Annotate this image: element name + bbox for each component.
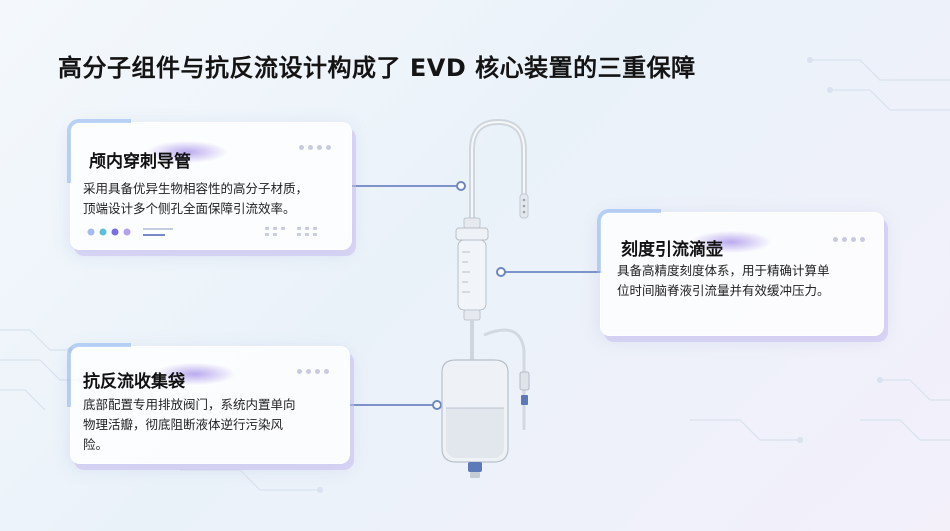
connector-collection-bag <box>350 404 438 406</box>
evd-device-illustration <box>441 118 530 478</box>
connector-node-collection-bag <box>432 400 442 410</box>
card-text-line: 采用具备优异生物相容性的高分子材质， <box>83 181 309 196</box>
card-dots <box>833 237 865 242</box>
card-intracranial-catheter: 颅内穿刺导管 采用具备优异生物相容性的高分子材质， 顶端设计多个侧孔全面保障引流… <box>67 119 352 250</box>
card-title: 抗反流收集袋 <box>83 372 185 392</box>
card-text-line: 底部配置专用排放阀门，系统内置单向 <box>83 397 296 412</box>
card-text-line: 物理活瓣，彻底阻断液体逆行污染风 <box>83 417 284 432</box>
title-highlight <box>691 231 771 253</box>
connector-catheter <box>352 185 460 187</box>
card-dots <box>297 369 329 374</box>
title-highlight <box>147 141 227 163</box>
card-drip-chamber: 刻度引流滴壶 具备高精度刻度体系，用于精确计算单 位时间脑脊液引流量并有效缓冲压… <box>597 209 884 336</box>
card-text-line: 具备高精度刻度体系，用于精确计算单 <box>617 263 830 278</box>
card-title: 颅内穿刺导管 <box>89 152 191 172</box>
connector-node-catheter <box>456 181 466 191</box>
card-text-line: 顶端设计多个侧孔全面保障引流效率。 <box>83 201 296 216</box>
card-text-line: 险。 <box>83 437 109 452</box>
title-highlight <box>155 363 235 385</box>
connector-drip-chamber <box>502 271 602 273</box>
page-title: 高分子组件与抗反流设计构成了 EVD 核心装置的三重保障 <box>58 54 696 82</box>
connector-node-drip-chamber <box>496 267 506 277</box>
decorative-indicators <box>87 227 317 236</box>
card-text-line: 位时间脑脊液引流量并有效缓冲压力。 <box>617 283 830 298</box>
card-anti-reflux-bag: 抗反流收集袋 底部配置专用排放阀门，系统内置单向 物理活瓣，彻底阻断液体逆行污染… <box>67 343 350 464</box>
card-dots <box>299 145 331 150</box>
card-title: 刻度引流滴壶 <box>621 240 723 260</box>
